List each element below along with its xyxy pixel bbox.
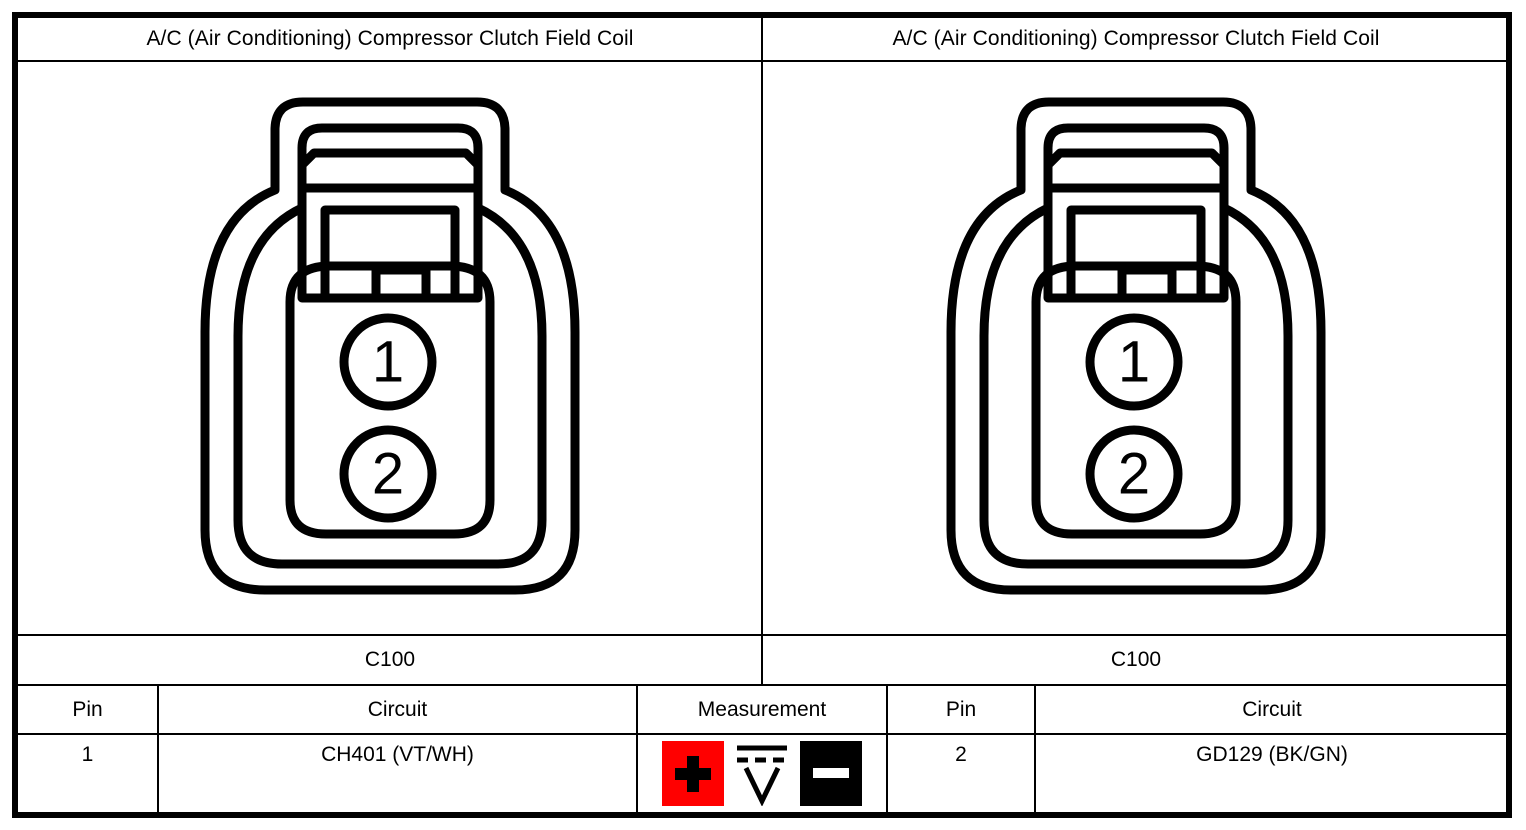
voltage-v-glyph xyxy=(743,766,781,807)
dc-voltmeter-icon xyxy=(733,740,791,807)
connector-cavity-housing xyxy=(285,261,495,539)
header-circuit-right-text: Circuit xyxy=(1242,697,1302,721)
cell-circuit-right: GD129 (BK/GN) xyxy=(1036,735,1508,775)
drawing-row-bottom-rule xyxy=(18,634,1508,636)
cell-circuit-left-text: CH401 (VT/WH) xyxy=(321,743,474,766)
title-row-bottom-rule xyxy=(18,60,1508,62)
connector-drawing-left: 1 2 xyxy=(18,62,762,634)
plus-probe-icon xyxy=(662,740,724,806)
connector-id-right-text: C100 xyxy=(1110,648,1162,671)
table-divider-pin-right xyxy=(1034,684,1036,818)
cell-circuit-left: CH401 (VT/WH) xyxy=(159,735,636,775)
header-pin-right: Pin xyxy=(888,686,1034,733)
panel-title-left: A/C (Air Conditioning) Compressor Clutch… xyxy=(18,18,762,60)
cell-measurement xyxy=(638,737,886,809)
header-measurement: Measurement xyxy=(638,686,886,733)
panel-title-right: A/C (Air Conditioning) Compressor Clutch… xyxy=(764,18,1508,60)
diagram-outer-frame xyxy=(12,12,1512,818)
pin-cavity-2-label: 2 xyxy=(1118,442,1150,507)
table-divider-measurement xyxy=(886,684,888,818)
pin-cavity-2-label: 2 xyxy=(372,442,404,507)
pin-cavity-1-label: 1 xyxy=(1118,330,1150,395)
table-divider-circuit-left xyxy=(636,684,638,818)
cell-pin-right-text: 2 xyxy=(955,743,967,766)
panel-title-right-text: A/C (Air Conditioning) Compressor Clutch… xyxy=(892,27,1380,50)
header-circuit-left: Circuit xyxy=(159,686,636,733)
plus-vertical-stroke xyxy=(687,755,699,792)
pin-cavity-2 xyxy=(339,425,437,523)
connector-key-notch xyxy=(320,205,460,303)
cell-pin-left-text: 1 xyxy=(81,743,94,766)
connector-inner-shell xyxy=(979,123,1293,569)
panel-divider-vertical xyxy=(761,18,763,684)
connector-id-left: C100 xyxy=(18,636,762,684)
connector-drawing-right: 1 2 xyxy=(764,62,1508,634)
header-pin-right-text: Pin xyxy=(945,697,977,721)
connector-id-row-bottom-rule xyxy=(18,684,1508,686)
header-pin-left: Pin xyxy=(18,686,157,733)
connector-outer-shell xyxy=(200,97,580,595)
pin-cavity-1 xyxy=(339,313,437,411)
connector-key-notch xyxy=(1066,205,1206,303)
cell-pin-left: 1 xyxy=(18,735,157,775)
table-divider-pin-left xyxy=(157,684,159,818)
connector-inner-shell xyxy=(233,123,547,569)
connector-cavity-housing xyxy=(1031,261,1241,539)
header-measurement-text: Measurement xyxy=(697,697,827,721)
pin-cavity-1 xyxy=(1085,313,1183,411)
table-header-bottom-rule xyxy=(18,733,1508,735)
connector-id-right: C100 xyxy=(764,636,1508,684)
header-circuit-left-text: Circuit xyxy=(367,697,428,721)
dc-voltmeter-glyph xyxy=(737,745,787,807)
minus-probe-icon xyxy=(800,740,862,806)
pin-cavity-1-label: 1 xyxy=(372,330,404,395)
pin-cavity-2 xyxy=(1085,425,1183,523)
panel-title-left-text: A/C (Air Conditioning) Compressor Clutch… xyxy=(146,27,634,50)
cell-circuit-right-text: GD129 (BK/GN) xyxy=(1196,743,1348,766)
cell-pin-right: 2 xyxy=(888,735,1034,775)
connector-graphic-left: 1 2 xyxy=(200,97,580,595)
connector-latch-tab-outline xyxy=(297,148,483,303)
header-circuit-right: Circuit xyxy=(1036,686,1508,733)
connector-outer-shell xyxy=(946,97,1326,595)
connector-id-left-text: C100 xyxy=(364,648,416,671)
minus-horizontal-stroke xyxy=(813,767,849,778)
connector-latch-tab-outline xyxy=(1043,148,1229,303)
connector-graphic-right: 1 2 xyxy=(946,97,1326,595)
header-pin-left-text: Pin xyxy=(72,697,103,721)
